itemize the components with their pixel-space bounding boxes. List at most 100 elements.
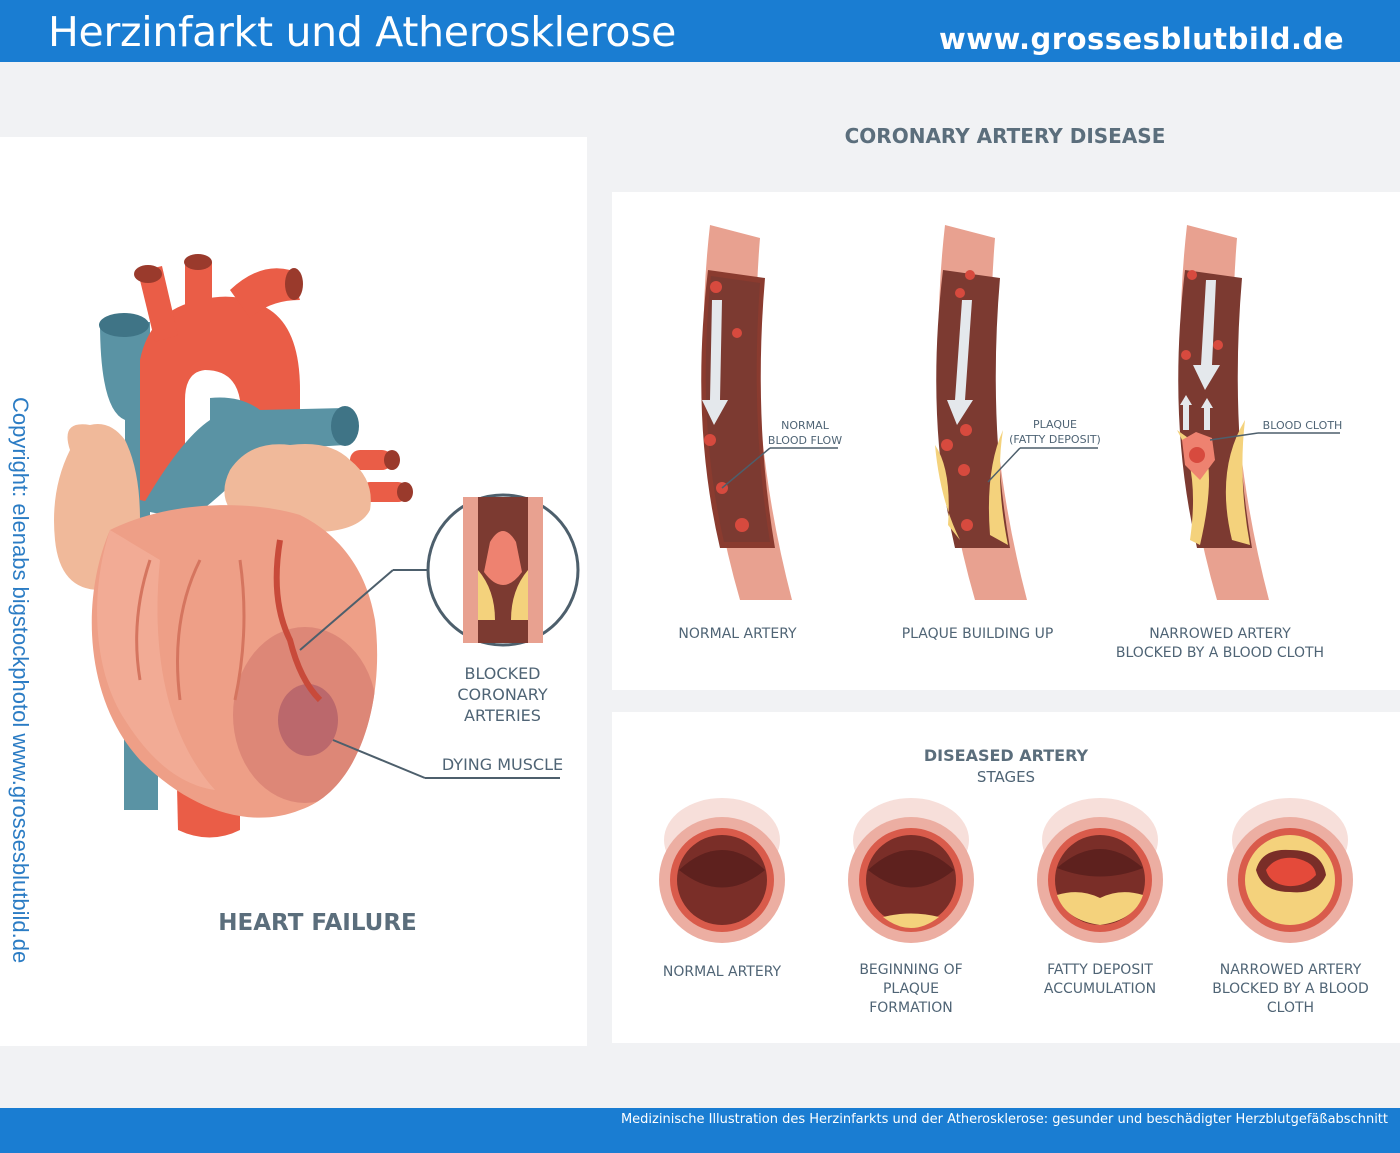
- magnifier-plaque-right: [511, 570, 528, 620]
- vena-cava-opening: [99, 313, 149, 337]
- plaque-callout-line2: (FATTY DEPOSIT): [1009, 433, 1101, 446]
- stages-subtitle: STAGES: [976, 768, 1036, 786]
- blood-clot-core: [1189, 447, 1205, 463]
- stage-label-3-line2: ACCUMULATION: [1043, 981, 1157, 997]
- dying-muscle-region: [233, 627, 377, 803]
- artery-plaque: [935, 225, 1098, 600]
- blocked-arteries-label-line2: CORONARY ARTERIES: [457, 685, 548, 725]
- blood-cell: [965, 270, 975, 280]
- plaque-layer: [1057, 892, 1143, 925]
- plaque-leader: [987, 447, 1021, 483]
- pulmonary-artery-opening: [331, 406, 359, 446]
- stage-label-4-line1: NARROWED ARTERY: [1219, 962, 1362, 978]
- page-title: Herzinfarkt und Atherosklerose: [48, 8, 677, 56]
- copyright-text: Copyright: elenabs bigstockphotol www.gr…: [8, 397, 33, 964]
- artery-narrowed: [1177, 225, 1340, 600]
- blood-cell: [1181, 350, 1191, 360]
- vessel-shadow: [1057, 849, 1143, 877]
- dying-muscle-label: DYING MUSCLE: [441, 755, 564, 774]
- caption-narrowed-line1: NARROWED ARTERY: [1149, 626, 1291, 642]
- artery-branch-1: [138, 266, 178, 342]
- coronary-branch-3: [233, 559, 246, 701]
- cross-section-narrowed: [1227, 798, 1353, 943]
- blocked-artery-magnifier: [299, 493, 580, 651]
- blood-cell: [1187, 270, 1197, 280]
- flow-arrow: [947, 300, 973, 425]
- coronary-branch-2: [135, 559, 152, 681]
- vessel-shadow: [679, 850, 765, 888]
- site-url[interactable]: www.grossesblutbild.de: [938, 22, 1344, 56]
- blocked-arteries-label: BLOCKED CORONARY ARTERIES: [420, 663, 585, 726]
- dying-muscle-core: [278, 684, 338, 756]
- stage-label-2-line2: FORMATION: [869, 1000, 953, 1016]
- caption-normal-artery: NORMAL ARTERY: [678, 626, 797, 642]
- blood-cell: [710, 281, 722, 293]
- pulmonary-vein-2-opening: [397, 482, 413, 502]
- stage-label-2-line1: BEGINNING OF PLAQUE: [859, 962, 963, 997]
- dying-muscle-leader: [332, 739, 426, 779]
- stage-label-4-line2: BLOCKED BY A BLOOD CLOTH: [1212, 981, 1369, 1016]
- blood-clot: [1266, 857, 1316, 887]
- heart-failure-title: HEART FAILURE: [218, 910, 417, 936]
- artery-branch-1-opening: [134, 265, 162, 283]
- footer-caption: Medizinische Illustration des Herzinfark…: [620, 1112, 1388, 1127]
- normal-flow-callout-line1: NORMAL: [781, 419, 829, 432]
- stage-label-3: FATTY DEPOSIT ACCUMULATION: [1030, 961, 1170, 999]
- blood-cell: [1213, 340, 1223, 350]
- normal-flow-callout-line2: BLOOD FLOW: [767, 434, 843, 447]
- pulmonary-vein-1-opening: [384, 450, 400, 470]
- artery-branch-2-opening: [184, 254, 212, 270]
- stages-title: DISEASED ARTERY: [923, 746, 1089, 765]
- stage-label-3-line1: FATTY DEPOSIT: [1047, 962, 1153, 978]
- blood-cell: [941, 439, 953, 451]
- pulmonary-vein-1: [350, 450, 392, 470]
- coronary-disease-title: CORONARY ARTERY DISEASE: [844, 124, 1166, 148]
- blood-cell: [732, 328, 742, 338]
- backflow-arrow: [1201, 398, 1213, 430]
- normal-flow-callout: NORMAL BLOOD FLOW: [765, 418, 845, 448]
- blood-cell: [955, 288, 965, 298]
- cross-section-normal: [659, 798, 785, 943]
- pulmonary-vein-2: [360, 482, 408, 502]
- plaque-right: [988, 430, 1008, 545]
- magnifier-clot: [484, 531, 522, 585]
- magnifier-leader: [299, 569, 394, 651]
- caption-narrowed-line2: BLOCKED BY A BLOOD CLOTH: [1115, 645, 1325, 661]
- backflow-arrow: [1180, 395, 1192, 430]
- artery-branch-2: [185, 262, 212, 330]
- artery-branch-3-opening: [285, 268, 303, 300]
- blood-cell: [735, 518, 749, 532]
- caption-narrowed-artery: NARROWED ARTERY BLOCKED BY A BLOOD CLOTH: [1115, 625, 1325, 663]
- artery-branch-3: [230, 268, 300, 318]
- plaque-callout-line1: PLAQUE: [1032, 418, 1077, 431]
- plaque-right: [1225, 420, 1250, 545]
- normal-flow-leader: [721, 447, 771, 489]
- flow-arrow: [1193, 280, 1220, 390]
- ventricle-highlight: [97, 530, 215, 790]
- vessel-shadow: [868, 850, 954, 888]
- stage-label-1: NORMAL ARTERY: [647, 963, 797, 982]
- caption-plaque-building: PLAQUE BUILDING UP: [901, 626, 1054, 642]
- blood-cell: [704, 434, 716, 446]
- blood-cloth-callout: BLOOD CLOTH: [1262, 419, 1343, 432]
- stage-label-4: NARROWED ARTERY BLOCKED BY A BLOOD CLOTH: [1193, 961, 1388, 1018]
- heart-illustration: [54, 254, 413, 838]
- coronary-artery-path: [273, 539, 323, 703]
- stage-label-1-line1: NORMAL ARTERY: [662, 964, 782, 980]
- stage-label-2: BEGINNING OF PLAQUE FORMATION: [831, 961, 991, 1018]
- footer-bar: Medizinische Illustration des Herzinfark…: [0, 1108, 1400, 1153]
- blood-cloth-leader: [1209, 432, 1259, 441]
- plaque-left: [935, 445, 960, 540]
- artery-normal-lumen-inner: [705, 276, 770, 542]
- flow-arrow: [702, 300, 728, 425]
- blocked-arteries-label-line1: BLOCKED: [464, 664, 541, 683]
- magnifier-plaque-left: [478, 570, 495, 620]
- header-bar: Herzinfarkt und Atherosklerose www.gross…: [0, 0, 1400, 62]
- blood-cell: [961, 519, 973, 531]
- plaque-callout: PLAQUE (FATTY DEPOSIT): [1005, 417, 1105, 447]
- artery-normal: [701, 225, 838, 600]
- blood-cell: [958, 464, 970, 476]
- blood-cell: [960, 424, 972, 436]
- coronary-branch-1: [176, 559, 202, 701]
